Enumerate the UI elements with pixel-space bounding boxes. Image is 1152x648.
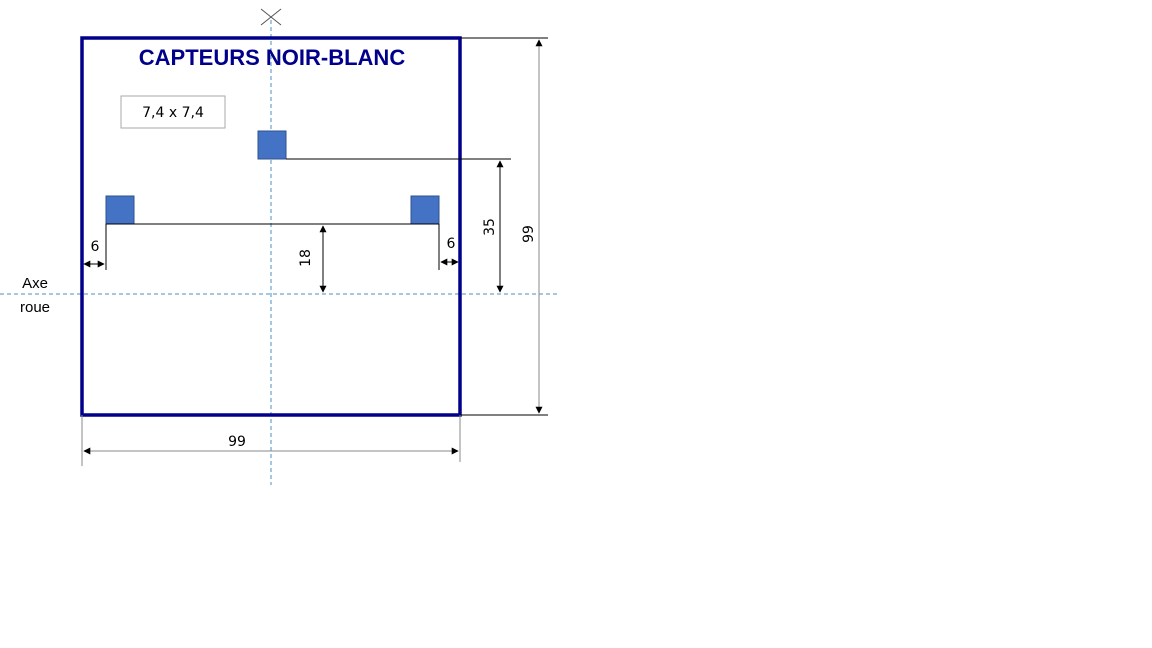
total-height-value: 99 [521, 225, 537, 243]
axis-label-line1: Axe [22, 275, 48, 292]
left-sensor [105, 195, 135, 225]
center-cross-icon [260, 8, 282, 26]
total-width-value: 99 [228, 434, 246, 450]
axis-label-line2: roue [20, 299, 50, 316]
left-offset-value: 6 [91, 239, 100, 255]
front-sensor-to-axis-value: 35 [482, 218, 498, 236]
right-offset-value: 6 [447, 236, 456, 252]
sensor-size-label: 7,4 x 7,4 [142, 105, 204, 121]
right-sensor [410, 195, 440, 225]
sensor-size-box [120, 95, 226, 129]
robot-frame [80, 36, 462, 417]
front-sensor [257, 130, 287, 160]
diagram-title: CAPTEURS NOIR-BLANC [139, 45, 406, 70]
sensor-row-to-axis-value: 18 [298, 249, 314, 267]
